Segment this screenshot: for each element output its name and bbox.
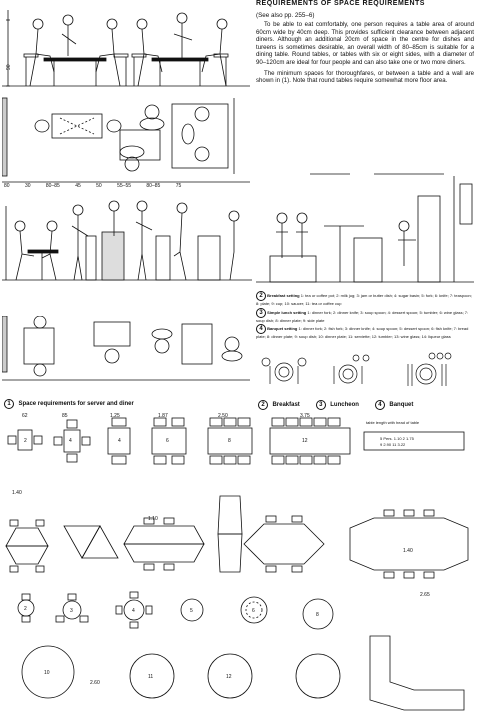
round-table-number: 10 xyxy=(44,670,50,676)
caption-number: 4 xyxy=(256,324,266,334)
shaped-tables-drawing xyxy=(5,495,469,579)
figure-number: 2 xyxy=(258,400,268,410)
rectangular-tables-drawing xyxy=(7,417,465,465)
table-width-label: 1.87 xyxy=(158,413,168,419)
dim-label: 50 xyxy=(96,183,102,189)
caption-number: 3 xyxy=(256,308,266,318)
table-width-label: 85 xyxy=(62,413,68,419)
round-table-number: 12 xyxy=(226,674,232,680)
table-length-row: 9 2.90 11 3.22 xyxy=(380,442,406,447)
paragraph-2: The minimum spaces for thoroughfares, or… xyxy=(256,69,474,85)
figure-title: Luncheon xyxy=(330,402,359,408)
paragraph-1: To be able to eat comfortably, one perso… xyxy=(256,21,474,66)
dimension-label: 2.60 xyxy=(90,680,100,686)
figure-2-label: 2 Breakfast xyxy=(258,393,300,411)
caption-number: 2 xyxy=(256,291,266,301)
cross-reference: (See also pp. 255–6) xyxy=(256,12,315,19)
caption-4: 4 Banquet setting 1: dinner fork; 2: fis… xyxy=(256,324,474,339)
table-number: 8 xyxy=(228,438,231,444)
dim-label: 55–55 xyxy=(117,183,132,189)
figure-title: Banquet xyxy=(389,402,414,408)
figure-1-label: 1 Space requirements for server and dine… xyxy=(4,392,134,410)
table-number: 4 xyxy=(69,438,72,444)
caption-text: 1: dinner fork; 2: fish fork; 3: dinner … xyxy=(256,326,469,339)
page-header: REQUIREMENTS OF SPACE REQUIREMENTS xyxy=(256,0,425,7)
figure-title: Space requirements for server and diner xyxy=(18,401,134,407)
table-width-label: 2.50 xyxy=(218,413,228,419)
round-tables-drawing xyxy=(17,591,465,711)
caption-2: 2 Breakfast setting 1: tea or coffee pot… xyxy=(256,291,474,306)
dim-label: 80–85 xyxy=(146,183,161,189)
figure-number: 1 xyxy=(4,399,14,409)
dimension-label: 1.40 xyxy=(403,548,413,554)
table-12-persons xyxy=(269,417,351,465)
caption-text: 1: tea or coffee pot; 2: milk jug; 3: ja… xyxy=(256,293,472,306)
table-length-heading: table length with head of table xyxy=(366,420,420,425)
dim-label: 80 xyxy=(4,183,10,189)
caption-title: Banquet setting xyxy=(267,326,298,331)
svg-text:90: 90 xyxy=(6,64,12,70)
table-width-label: 1.25 xyxy=(110,413,120,419)
table-6-persons xyxy=(151,417,187,465)
caption-title: Simple lunch setting xyxy=(267,310,307,315)
table-settings-drawing xyxy=(261,352,452,386)
round-table-number: 6 xyxy=(252,608,255,614)
setting-labels: 2 Breakfast 3 Luncheon 4 Banquet xyxy=(258,393,474,411)
bar-elevation-drawing xyxy=(2,200,252,281)
dim-label: 45 xyxy=(75,183,81,189)
caption-3: 3 Simple lunch setting 1: dinner fork; 2… xyxy=(256,308,474,323)
round-table-number: 11 xyxy=(148,674,154,680)
figure-number: 4 xyxy=(374,400,385,410)
caption-text: 1: dinner fork; 2: dinner knife; 3: soup… xyxy=(256,310,469,323)
table-2-persons xyxy=(7,429,43,451)
table-width-label: 3.75 xyxy=(300,413,310,419)
table-width-label: 62 xyxy=(22,413,28,419)
table-number: 4 xyxy=(118,438,121,444)
figure-4-label: 4 Banquet xyxy=(374,393,414,411)
figure-3-label: 3 Luncheon xyxy=(315,393,359,411)
round-table-number: 2 xyxy=(24,606,27,612)
caption-title: Breakfast setting xyxy=(267,293,300,298)
dim-label: 75 xyxy=(175,183,182,189)
round-table-number: 3 xyxy=(70,608,73,614)
table-number: 6 xyxy=(166,438,169,444)
figure-number: 3 xyxy=(315,400,326,410)
server-plan-drawing xyxy=(2,316,250,381)
dim-label: 30 xyxy=(24,183,31,189)
dim-label: 80–85 xyxy=(45,183,60,189)
diner-elevation-drawing: 90 xyxy=(2,10,250,87)
table-length-row: 5 Pers. 1.10 2 1.75 xyxy=(380,436,414,441)
plan-dim-row: 80 30 80–85 45 50 55–55 80–85 75 xyxy=(4,183,204,189)
round-table-number: 8 xyxy=(316,612,319,618)
dimension-label: 1.10 xyxy=(148,516,158,522)
figure-title: Breakfast xyxy=(272,402,300,408)
table-4-persons-b xyxy=(107,417,131,465)
diner-plan-drawing xyxy=(2,97,250,183)
dimension-label: 2.65 xyxy=(420,592,430,598)
counter-elevation-drawing xyxy=(256,173,474,283)
table-number: 12 xyxy=(302,438,308,444)
round-table-number: 5 xyxy=(190,608,193,614)
table-number: 2 xyxy=(24,438,27,444)
table-8-persons xyxy=(207,417,253,465)
round-table-number: 4 xyxy=(132,608,135,614)
dimension-label: 1.40 xyxy=(12,490,22,496)
table-4-persons-a xyxy=(53,419,91,463)
body-text: To be able to eat comfortably, one perso… xyxy=(256,21,474,85)
